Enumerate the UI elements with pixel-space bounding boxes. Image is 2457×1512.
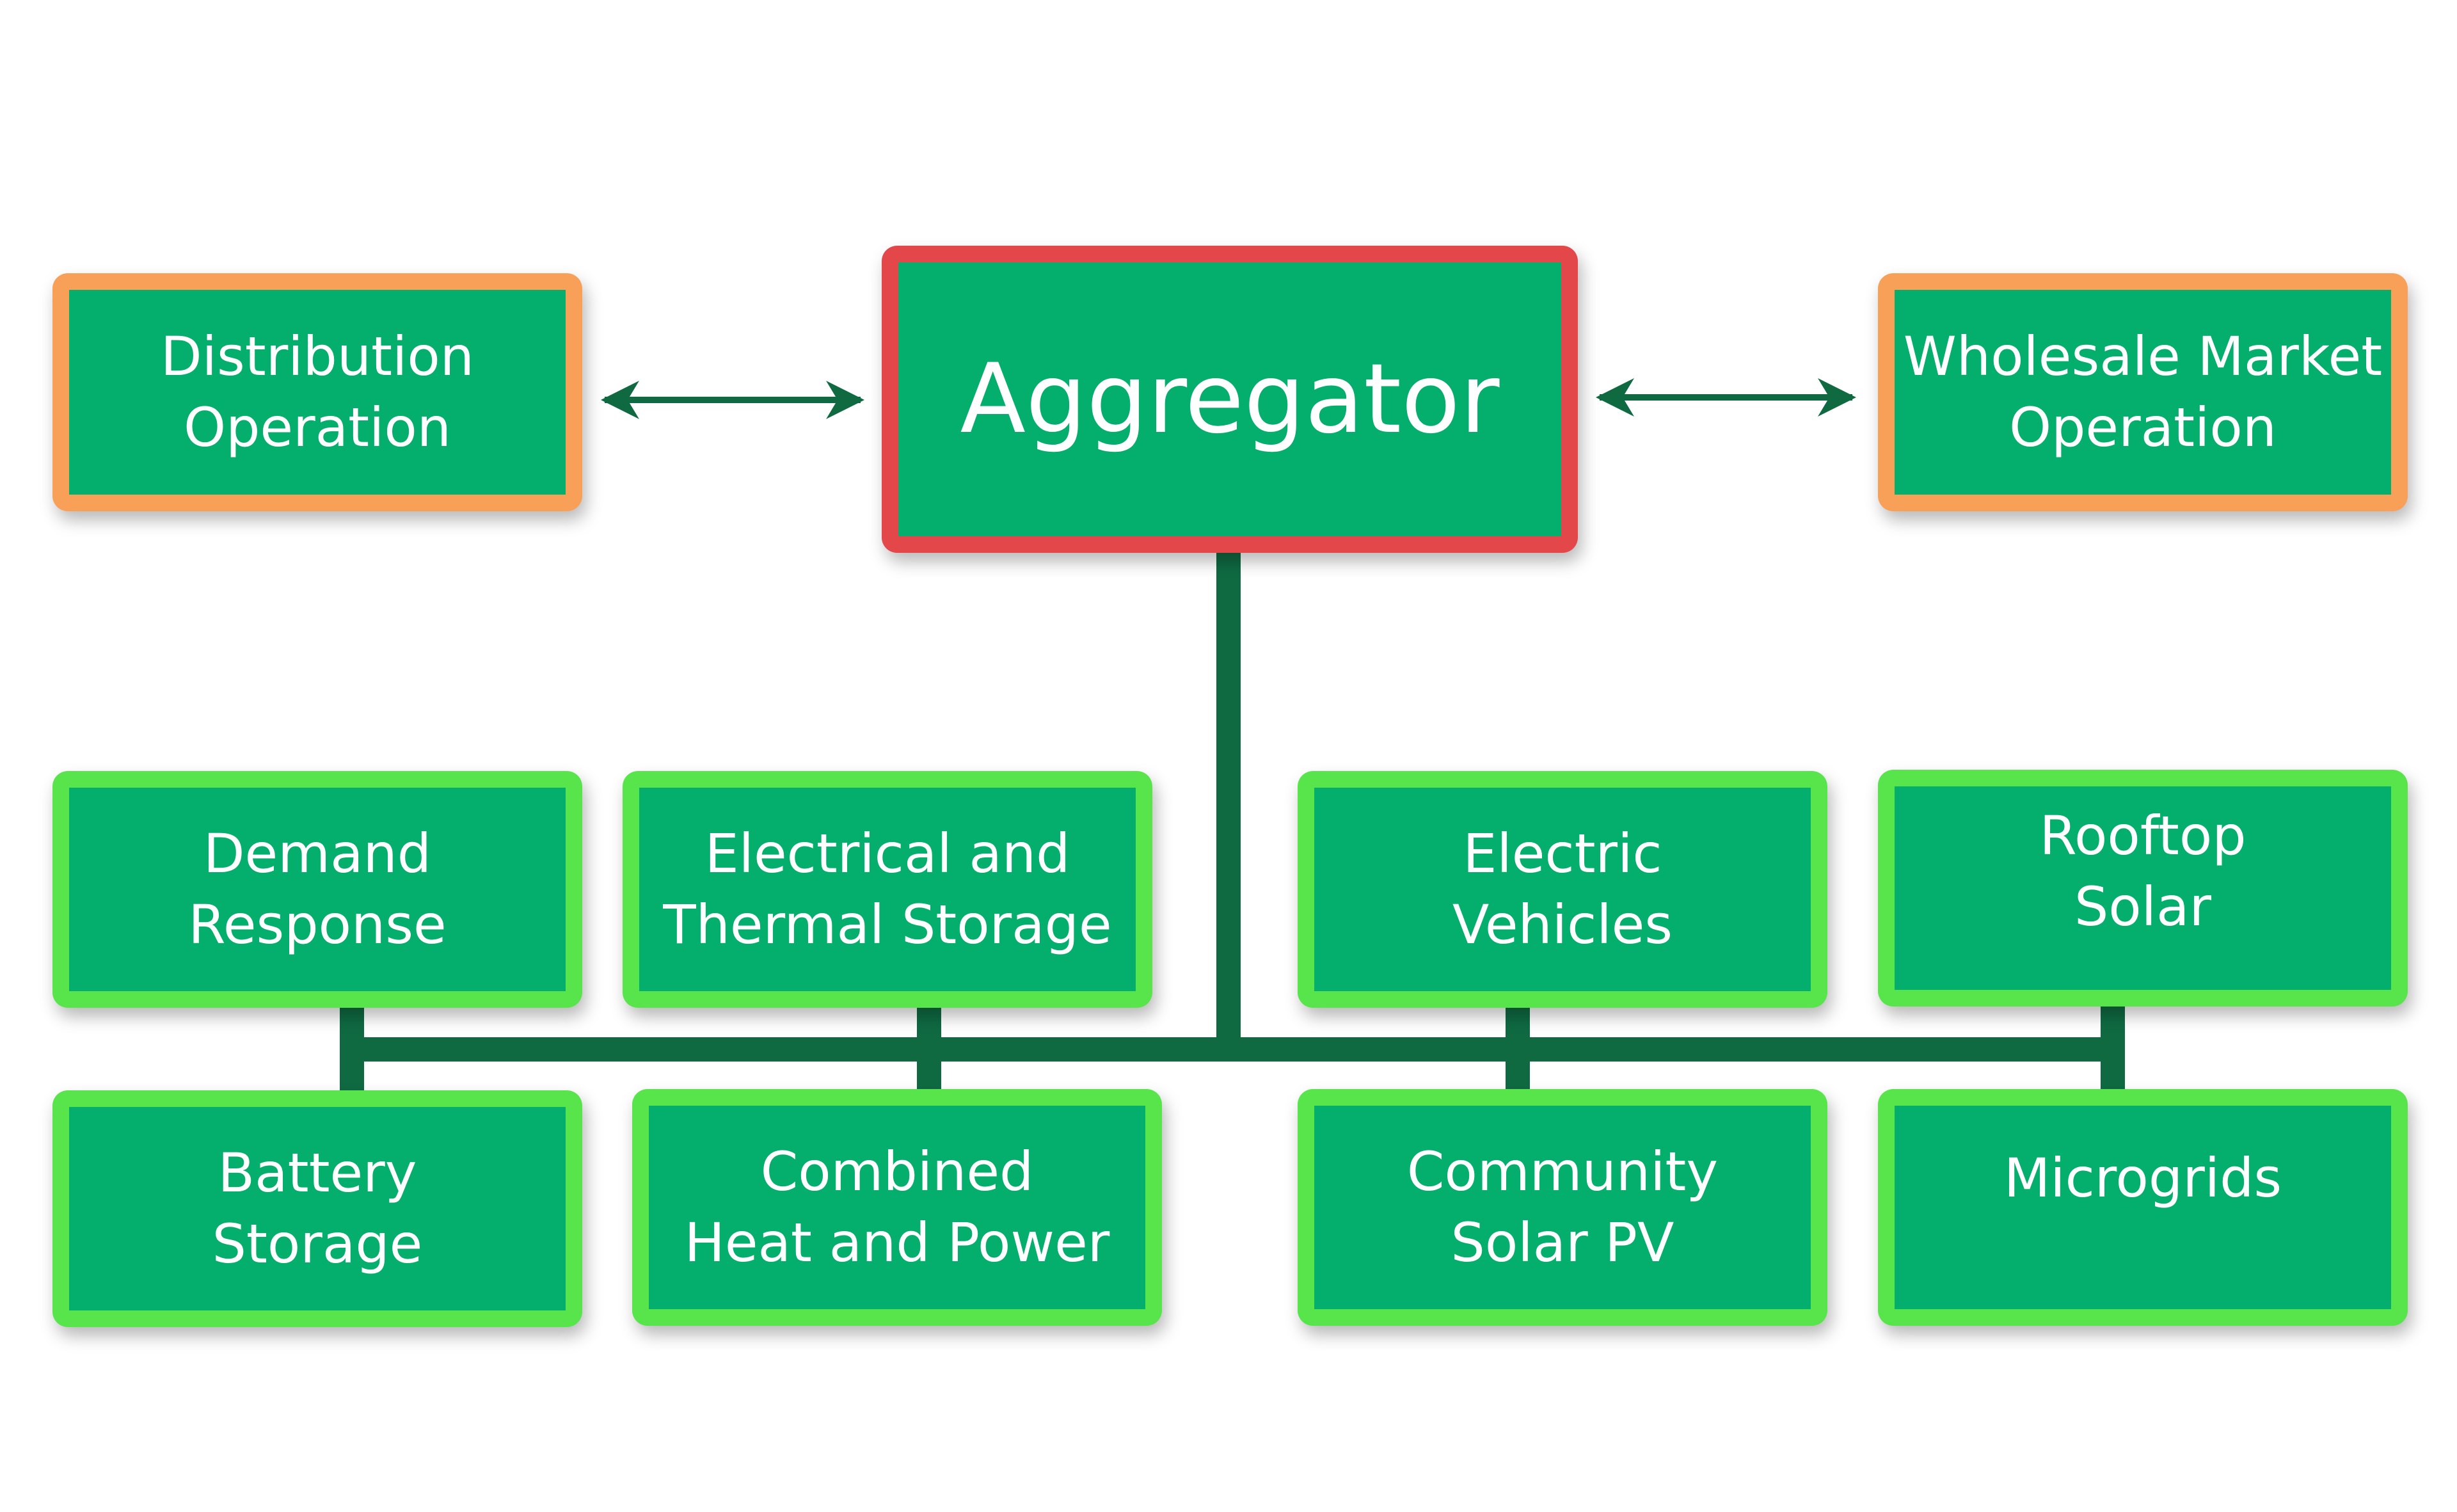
demand-response-box: Demand Response [52,771,582,1008]
combined-heat-power-box: Combined Heat and Power [632,1089,1162,1326]
combined-heat-power-label: Combined Heat and Power [684,1140,1110,1274]
wholesale-market-operation-label: Wholesale Market Operation [1903,325,2383,459]
battery-storage-box: Battery Storage [52,1090,582,1327]
distribution-operation-box: Distribution Operation [52,273,582,511]
electric-vehicles-box: Electric Vehicles [1298,771,1827,1008]
rooftop-solar-box: Rooftop Solar [1878,770,2408,1007]
community-solar-pv-label: Community Solar PV [1406,1140,1719,1274]
microgrids-box: Microgrids [1878,1089,2408,1326]
community-solar-pv-box: Community Solar PV [1298,1089,1827,1326]
rooftop-solar-label: Rooftop Solar [2039,804,2246,938]
aggregator-label: Aggregator [960,344,1500,455]
electrical-thermal-storage-label: Electrical and Thermal Storage [663,822,1112,956]
aggregator-box: Aggregator [882,246,1578,553]
battery-storage-label: Battery Storage [212,1142,423,1275]
electrical-thermal-storage-box: Electrical and Thermal Storage [623,771,1152,1008]
wholesale-market-operation-box: Wholesale Market Operation [1878,273,2408,511]
electric-vehicles-label: Electric Vehicles [1452,822,1673,956]
distribution-operation-label: Distribution Operation [160,325,475,459]
demand-response-label: Demand Response [188,822,447,956]
microgrids-label: Microgrids [2003,1147,2282,1209]
